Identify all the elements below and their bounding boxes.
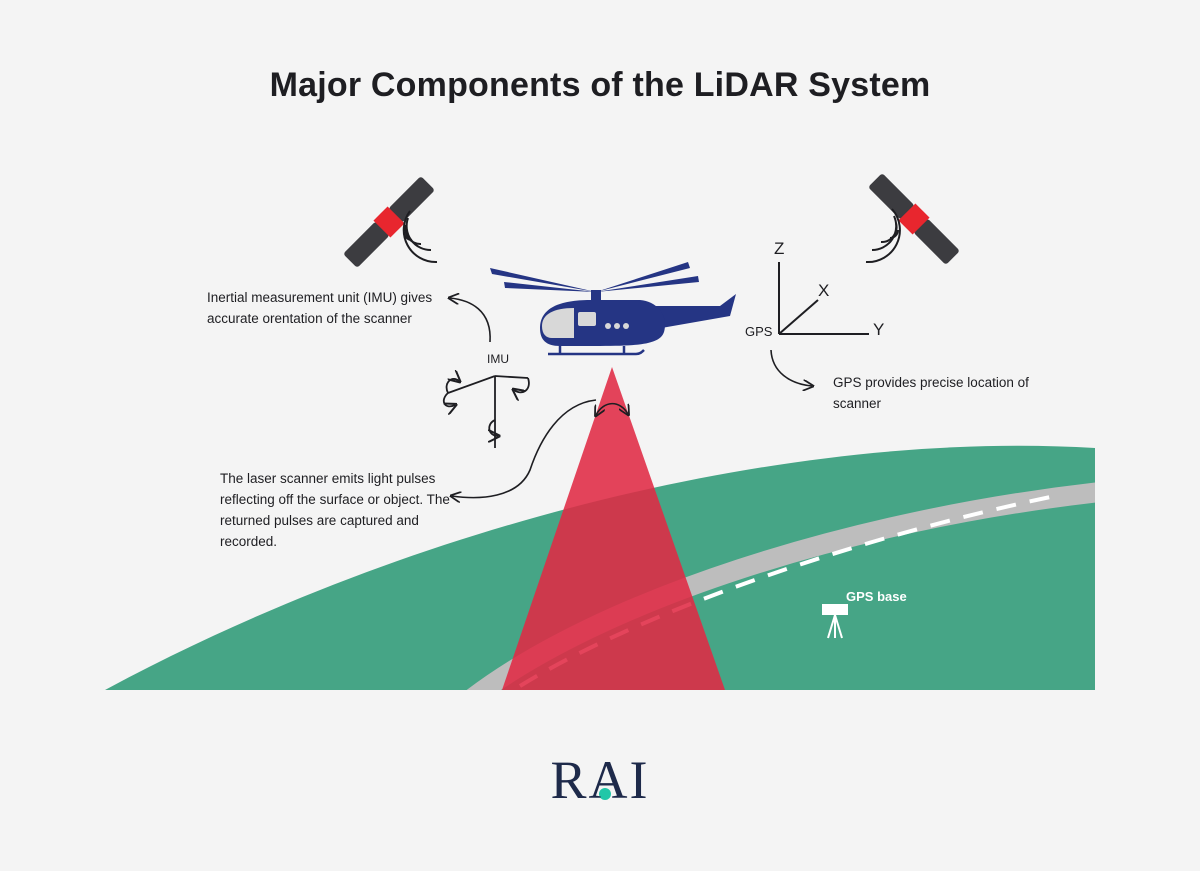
gps-label: GPS <box>745 324 773 339</box>
gps-base-tripod-icon <box>822 604 848 639</box>
signal-waves-left-icon <box>402 210 438 264</box>
page-title: Major Components of the LiDAR System <box>269 66 931 104</box>
imu-label: IMU <box>487 352 509 366</box>
axis-y-label: Y <box>873 320 885 339</box>
axis-x-label: X <box>818 281 830 300</box>
gps-base-label: GPS base <box>846 589 907 604</box>
scanner-rotation-arrow <box>596 402 628 415</box>
laser-description: The laser scanner emits light pulses ref… <box>220 471 450 549</box>
rai-logo: RAI <box>550 750 650 810</box>
laser-pointer-arrow <box>452 399 597 498</box>
road-center-line <box>518 493 1061 688</box>
satellite-right-icon <box>869 174 959 264</box>
imu-axes-icon <box>442 376 530 448</box>
gps-axes-icon <box>778 262 869 335</box>
signal-waves-right-icon <box>865 208 901 264</box>
imu-pointer-arrow <box>450 298 491 343</box>
helicopter-icon <box>490 262 736 356</box>
axis-z-label: Z <box>774 239 785 258</box>
logo-accent-dot <box>599 788 611 800</box>
gps-pointer-arrow <box>770 349 812 386</box>
satellite-left-icon <box>344 177 434 267</box>
laser-beam <box>502 367 725 690</box>
gps-description: GPS provides precise location of scanner <box>833 375 1029 411</box>
imu-description: Inertial measurement unit (IMU) gives ac… <box>207 290 433 326</box>
